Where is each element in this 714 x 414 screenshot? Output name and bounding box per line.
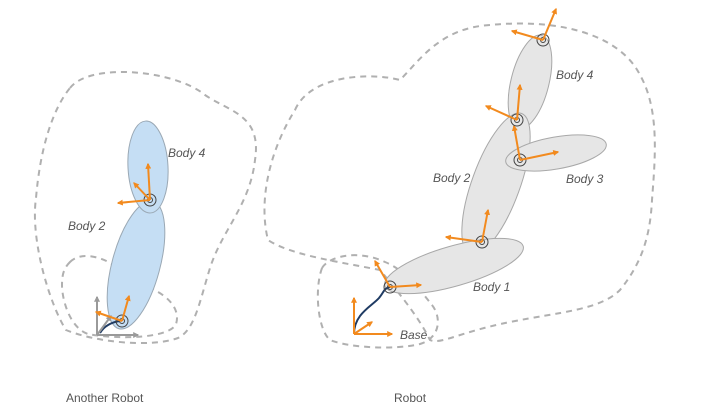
robot-outer-boundary (263, 22, 656, 343)
robot-frame-4-y (516, 83, 523, 121)
robot-base-frame-z (353, 321, 373, 335)
another-robot-body-4-label: Body 4 (168, 146, 206, 160)
robot-frame-5-y (542, 7, 557, 41)
robot-body-1-label: Body 1 (473, 280, 510, 294)
robot-frame-4-x (484, 105, 518, 121)
another-robot-frame-2-y (145, 162, 152, 201)
robot-frame-5-x (510, 29, 544, 41)
robot-frame-1-y (374, 259, 391, 288)
robot-body-4-label: Body 4 (556, 68, 594, 82)
robot-frame-3-y (511, 124, 521, 161)
robot-base-label: Base (400, 328, 428, 342)
another-robot-base-frame-z (96, 315, 112, 336)
robot-base-boundary (316, 254, 439, 349)
robot-body-2-label: Body 2 (433, 171, 471, 185)
another-robot-base-boundary (60, 254, 178, 339)
robot-frame-2-y (481, 208, 491, 243)
another-robot-title: Another Robot (66, 391, 144, 405)
another-robot-joint-1-outer (115, 314, 129, 328)
robot-base-link (353, 286, 391, 335)
another-robot-frame-2-z (133, 182, 151, 201)
robot-body-3-label: Body 3 (566, 172, 604, 186)
another-robot-group: Body 4 Body 2 Another Robot (34, 71, 257, 405)
robot-title: Robot (394, 391, 427, 405)
robot-frame-1-x (389, 282, 423, 289)
robot-frame-2-x (444, 234, 483, 243)
robot-body-1 (384, 237, 524, 295)
robot-group: Body 4 Body 2 Body 3 Body 1 Base Robot (263, 7, 656, 405)
another-robot-frame-1-y (121, 294, 131, 322)
another-robot-frame-1-x (94, 310, 123, 322)
another-robot-base-link (99, 320, 121, 334)
robot-joint-3-outer (513, 153, 527, 167)
robot-frame-3-x (519, 150, 560, 161)
another-robot-body-2-label: Body 2 (68, 219, 106, 233)
another-robot-outer-boundary (34, 71, 257, 345)
another-robot-frame-2-x (116, 199, 151, 206)
another-robot-body-2 (106, 200, 166, 330)
robot-joint-5-outer (536, 33, 550, 47)
